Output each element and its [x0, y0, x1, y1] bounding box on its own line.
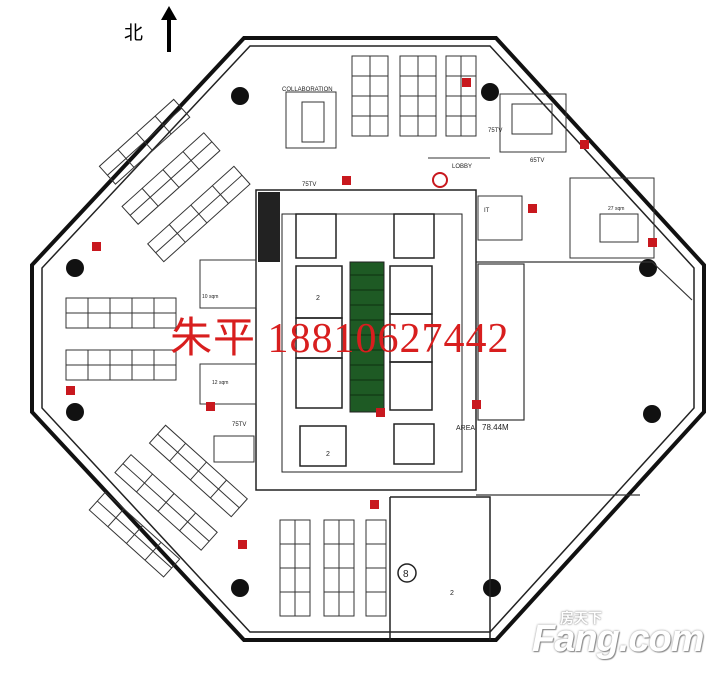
room-label-b: 12 sqm [212, 380, 228, 386]
outer-wall [30, 36, 706, 642]
northwest-workstations [98, 98, 251, 263]
tv-label-d: 65TV [530, 158, 544, 164]
north-rooms [199, 91, 655, 463]
core-label-2a: 2 [316, 295, 320, 302]
west-workstations [65, 297, 177, 381]
room-label-c: 27 sqm [608, 206, 624, 212]
zone-number: 8 [403, 569, 409, 580]
core-label-2b: 2 [326, 451, 330, 458]
watermark-brand-en: Fang.com [532, 618, 704, 660]
watermark-brand-cn: 房天下 [560, 611, 602, 627]
area-value: 78.44M [482, 423, 509, 432]
north-label: 北 [124, 22, 144, 44]
south-workstations [279, 519, 387, 617]
columns [66, 83, 661, 597]
east-open-area [476, 261, 693, 496]
tv-label-a: 75TV [302, 182, 316, 188]
fire-equipment-markers [66, 78, 657, 549]
service-shaft [258, 192, 280, 262]
lift-label-2: 2 [450, 590, 454, 597]
zone-8-room [389, 496, 491, 640]
collaboration-label: COLLABORATION [282, 87, 333, 93]
stair-core [349, 261, 385, 413]
lobby-marker [432, 172, 448, 188]
contact-overlay: 朱平 18810627442 [170, 316, 510, 362]
north-workstations [351, 55, 477, 137]
room-label-d: IT [484, 208, 490, 214]
room-label-a: 10 sqm [202, 294, 218, 300]
north-arrow-icon [161, 6, 177, 52]
area-label: AREA [456, 425, 475, 432]
tv-label-c: 75TV [488, 128, 502, 134]
building-core [255, 189, 477, 491]
tv-label-b: 75TV [232, 422, 246, 428]
lobby-label: LOBBY [452, 164, 472, 170]
stair-treads [350, 274, 384, 396]
southwest-workstations [88, 424, 249, 578]
